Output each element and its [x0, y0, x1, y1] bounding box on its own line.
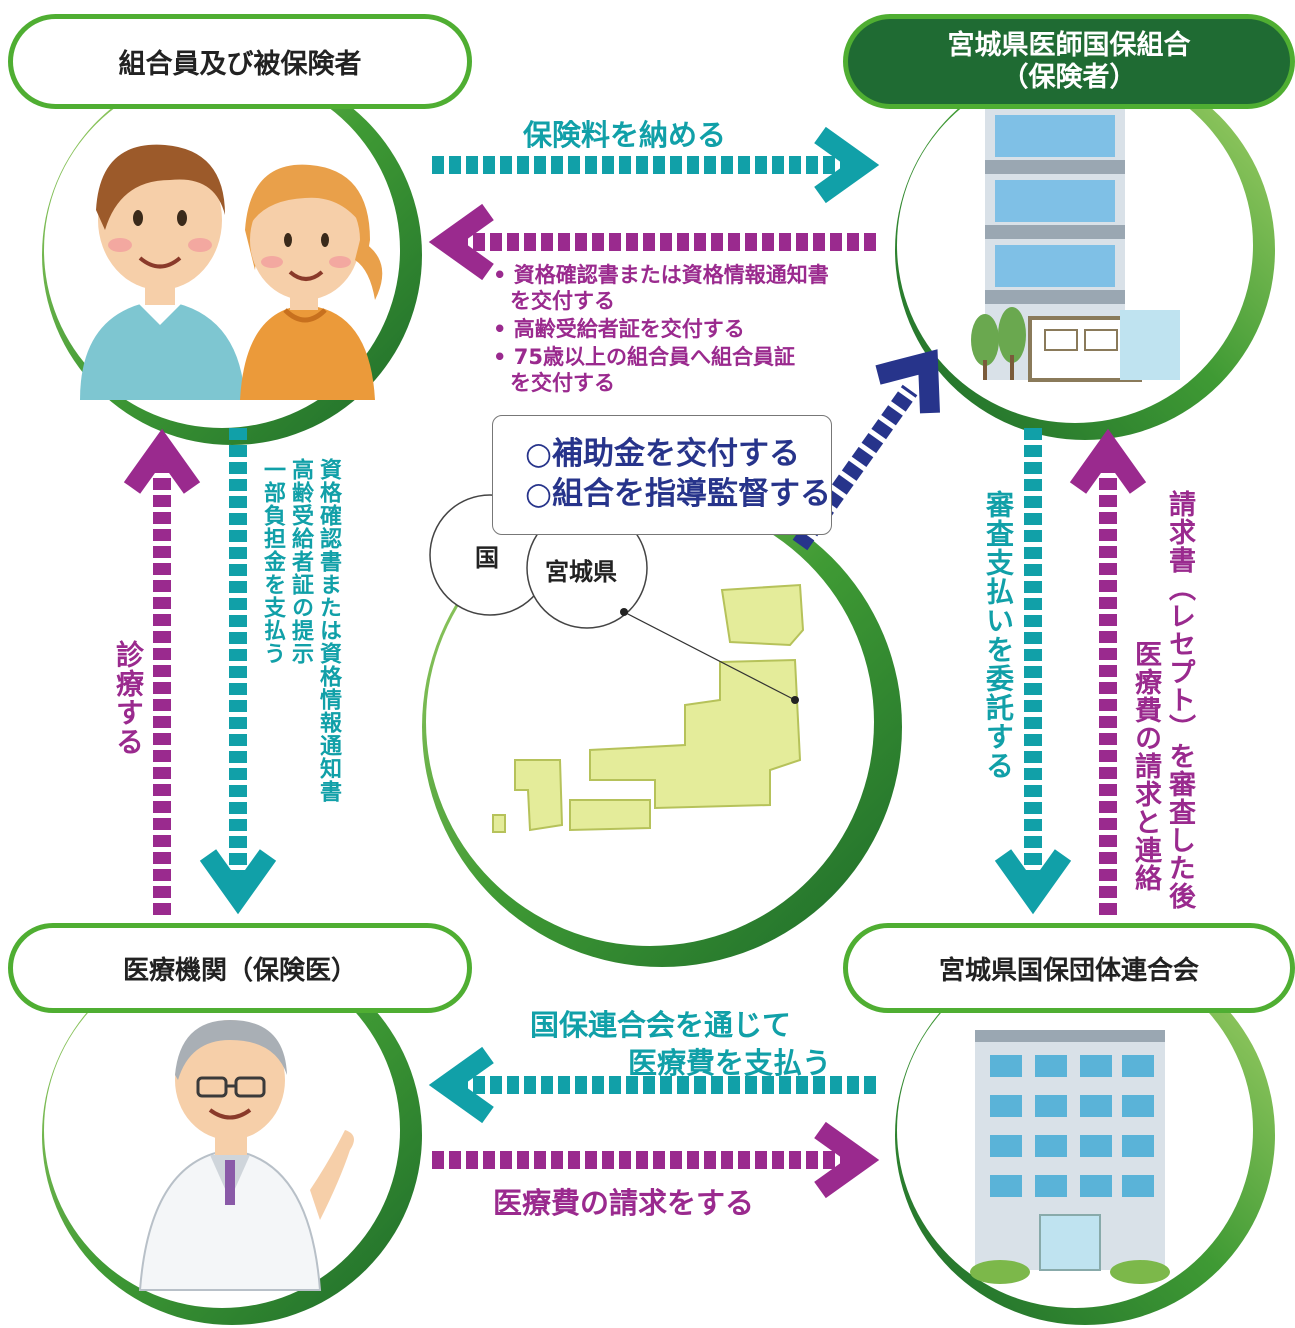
medical-text: 医療機関（保険医）	[122, 955, 357, 986]
bill-fees-label: 医療費の請求をする	[493, 1186, 755, 1220]
arrow-present-cards	[199, 428, 277, 915]
country-label: 国	[475, 544, 499, 572]
issue-item-1: • 資格確認書または資格情報通知書	[493, 263, 829, 287]
arrow-claim-after-review	[1069, 428, 1147, 915]
issue-item-3: • 75歳以上の組合員へ組合員証	[493, 345, 795, 369]
doctor-illustration	[138, 1020, 354, 1291]
members-label: 組合員及び被保険者	[8, 14, 472, 109]
pay-via-fed-line2: 医療費を支払う	[628, 1046, 832, 1080]
pay-via-fed-line1: 国保連合会を通じて	[530, 1008, 792, 1042]
entrust-review-label: 審査支払いを委託する	[982, 490, 1015, 780]
medical-label: 医療機関（保険医）	[8, 923, 472, 1013]
claim-line1: 請求書（レセプト）を審査した後	[1164, 490, 1195, 910]
federation-building-illustration	[970, 1030, 1170, 1284]
arrow-pay-premium	[432, 126, 880, 204]
arrow-issue-documents	[428, 203, 876, 281]
insurer-text-line2: （保険者）	[1001, 61, 1137, 93]
arrow-bill-fees	[432, 1121, 880, 1199]
present-cards-line2: 高齢受給者証の提示	[288, 458, 313, 665]
insurer-text-line1: 宮城県医師国保組合	[947, 30, 1191, 62]
present-cards-line3: 一部負担金を支払う	[260, 458, 285, 665]
prefecture-label: 宮城県	[545, 558, 617, 586]
insurer-label: 宮城県医師国保組合 （保険者）	[843, 14, 1295, 109]
government-line1: ○補助金を交付する	[525, 436, 801, 472]
prefecture-pointer-line	[623, 611, 796, 701]
arrow-government-oversight	[792, 349, 940, 551]
issue-item-1-cont: を交付する	[510, 289, 615, 313]
arrow-treatment	[123, 428, 201, 915]
federation-label: 宮城県国保団体連合会	[843, 923, 1295, 1013]
arrow-pay-via-federation	[428, 1046, 876, 1124]
pay-premium-label: 保険料を納める	[523, 118, 727, 152]
government-line2: ○組合を指導監督する	[525, 476, 832, 512]
japan-map	[492, 583, 805, 833]
claim-line2: 医療費の請求と連絡	[1130, 640, 1161, 892]
members-text: 組合員及び被保険者	[118, 49, 362, 80]
couple-illustration	[80, 144, 383, 400]
arrow-entrust-review	[994, 428, 1072, 915]
treatment-label: 診療する	[112, 640, 145, 756]
issue-item-2: • 高齢受給者証を交付する	[493, 317, 745, 341]
insurer-building-illustration	[971, 90, 1180, 382]
government-box	[492, 415, 832, 535]
present-cards-line1: 資格確認書または資格情報通知書	[316, 458, 341, 803]
federation-text: 宮城県国保団体連合会	[938, 955, 1199, 986]
issue-item-3-cont: を交付する	[510, 371, 615, 395]
